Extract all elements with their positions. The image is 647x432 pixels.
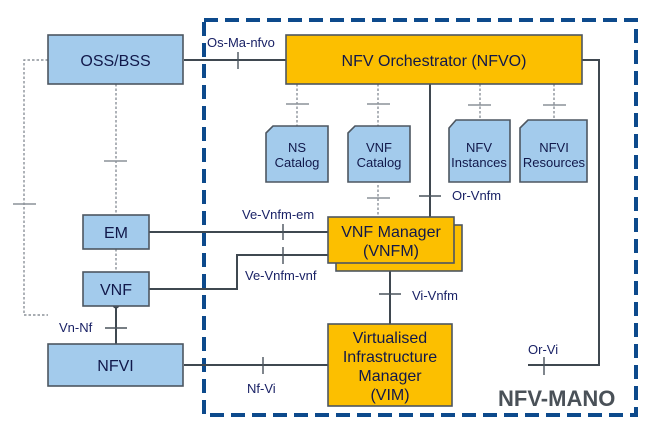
- vim-label-line1: Virtualised: [353, 330, 427, 347]
- ns-catalog-line1: NS: [288, 140, 306, 155]
- nfvi-label: NFVI: [97, 358, 133, 375]
- vnf-label: VNF: [100, 282, 132, 299]
- vnf-catalog-line1: VNF: [366, 140, 392, 155]
- ns-catalog-line2: Catalog: [275, 155, 320, 170]
- label-nf-vi: Nf-Vi: [247, 381, 276, 396]
- label-or-vi: Or-Vi: [528, 342, 558, 357]
- em-label: EM: [104, 225, 128, 242]
- oss-nfvi-dotted-link: [23, 59, 48, 316]
- nfvi-block[interactable]: NFVI: [47, 343, 184, 387]
- label-ve-vnfm-em: Ve-Vnfm-em: [242, 207, 314, 222]
- vnfm-label-line1: VNF Manager: [341, 224, 441, 241]
- vnfm-block[interactable]: VNF Manager (VNFM): [327, 216, 463, 272]
- oss-bss-block[interactable]: OSS/BSS: [47, 34, 184, 85]
- nfvo-block[interactable]: NFV Orchestrator (NFVO): [285, 34, 583, 85]
- vim-label-line4: (VIM): [370, 387, 409, 404]
- nfv-mano-boundary: [202, 18, 638, 417]
- nfvi-resources-repo[interactable]: NFVI Resources: [519, 119, 588, 183]
- vim-block[interactable]: Virtualised Infrastructure Manager (VIM): [327, 323, 453, 407]
- label-os-ma-nfvo: Os-Ma-nfvo: [207, 35, 275, 50]
- nfv-instances-line1: NFV: [466, 140, 492, 155]
- vim-label-line2: Infrastructure: [343, 349, 437, 366]
- nfvi-resources-line2: Resources: [523, 155, 586, 170]
- nfv-instances-line2: Instances: [451, 155, 507, 170]
- vnf-block[interactable]: VNF: [82, 271, 150, 307]
- label-or-vnfm: Or-Vnfm: [452, 188, 501, 203]
- em-block[interactable]: EM: [82, 214, 150, 250]
- oss-bss-label: OSS/BSS: [80, 53, 150, 70]
- vnf-catalog-repo[interactable]: VNF Catalog: [347, 125, 411, 183]
- vnf-catalog-line2: Catalog: [357, 155, 402, 170]
- or-vi-link: [528, 59, 600, 366]
- nfvi-resources-line1: NFVI: [539, 140, 569, 155]
- nfv-mano-label: NFV-MANO: [498, 386, 615, 411]
- label-ve-vnfm-vnf: Ve-Vnfm-vnf: [245, 268, 317, 283]
- label-vn-nf: Vn-Nf: [59, 320, 93, 335]
- ns-catalog-repo[interactable]: NS Catalog: [265, 125, 329, 183]
- vim-label-line3: Manager: [358, 368, 422, 385]
- vnfm-label-line2: (VNFM): [363, 243, 419, 260]
- label-vi-vnfm: Vi-Vnfm: [412, 288, 458, 303]
- nfvo-label: NFV Orchestrator (NFVO): [342, 53, 527, 70]
- nfv-instances-repo[interactable]: NFV Instances: [448, 119, 511, 183]
